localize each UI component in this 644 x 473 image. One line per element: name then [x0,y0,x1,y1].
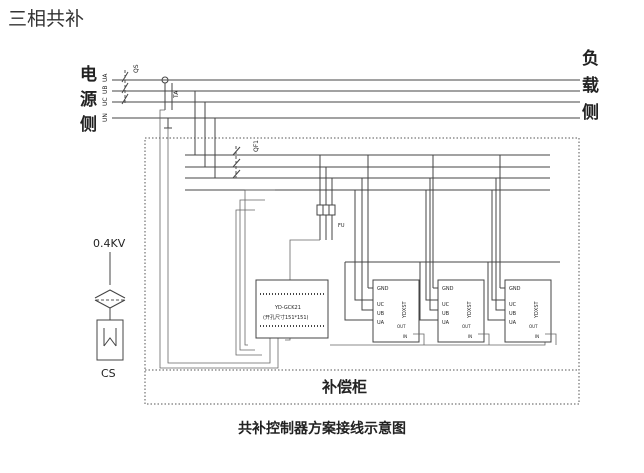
m2-pin-ua: UA [442,320,450,326]
m2-out: OUT [462,324,471,329]
ydxst-module-1 [344,155,560,345]
m3-pin-gnd: GND [509,286,521,292]
source-side-char-1: 电 [80,64,97,85]
m2-pin-gnd: GND [442,286,454,292]
ydxst-module-3 [487,155,557,345]
qf1-label: QF1 [253,140,260,152]
m1-out: OUT [397,324,406,329]
phase-label-un: UN [102,113,109,122]
m3-in: IN [535,334,539,339]
phase-label-ua: UA [102,73,109,82]
qs-label: QS [133,64,140,73]
phase-label-ub: UB [102,85,109,94]
fuse-symbols [316,155,336,240]
m1-pin-ub: UB [377,311,385,317]
cs-label: CS [101,367,116,380]
cs-switch-symbol [94,252,126,361]
page-title: 三相共补 [8,8,85,30]
load-side-char-2: 载 [582,75,599,96]
m2-pin-ub: UB [442,311,450,317]
m3-pin-ua: UA [509,320,517,326]
m3-out: OUT [529,324,538,329]
controller-size: (开孔尺寸151*151) [263,314,309,321]
ydxst-module-2 [419,155,490,345]
diagram-caption: 共补控制器方案接线示意图 [238,421,406,437]
m1-name: YDXST [402,300,408,319]
m3-name: YDXST [534,300,540,319]
source-side-char-2: 源 [80,89,97,110]
m1-pin-uc: UC [377,302,385,308]
cabinet-label: 补偿柜 [321,378,367,396]
m3-pin-ub: UB [509,311,517,317]
controller-box [255,279,329,339]
m2-in: IN [468,334,472,339]
ta-label: TA [173,90,180,99]
m1-pin-gnd: GND [377,286,389,292]
voltage-label: 0.4KV [93,237,126,250]
m2-name: YDXST [467,300,473,319]
qf1-breaker-symbol [232,146,241,179]
load-side-char-3: 侧 [582,102,599,123]
m1-in: IN [403,334,407,339]
load-side-char-1: 负 [582,48,599,69]
cabinet-border [144,137,580,405]
m2-pin-uc: UC [442,302,450,308]
phase-label-uc: UC [102,97,109,106]
m1-pin-ua: UA [377,320,385,326]
controller-model: YD-GCK21 [274,305,301,311]
fu-label: FU [338,223,345,229]
qs-switch-symbol [121,70,129,105]
source-side-char-3: 侧 [80,114,97,135]
m3-pin-uc: UC [509,302,517,308]
